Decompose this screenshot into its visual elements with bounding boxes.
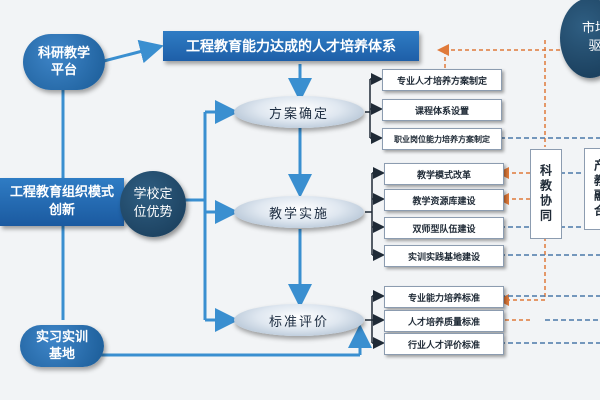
- main-innovation-box: 工程教育组织模式创新: [0, 178, 124, 226]
- research-platform-node: 科研教学平台: [23, 34, 105, 90]
- plan-item-1: 专业人才培养方案制定: [382, 69, 502, 91]
- evaluation-item-1: 专业能力培养标准: [384, 286, 504, 308]
- teaching-item-4: 实训实践基地建设: [384, 245, 504, 267]
- practice-base-node: 实习实训基地: [20, 325, 104, 367]
- system-title: 工程教育能力达成的人才培养体系: [163, 31, 419, 61]
- market-driven-text: 市场驱: [582, 21, 600, 54]
- industry-education-box: 产教融合: [584, 148, 600, 230]
- teaching-item-3: 双师型队伍建设: [384, 217, 504, 239]
- arrow-platform-title: [99, 39, 164, 64]
- school-position-node: 学校定位优势: [120, 171, 186, 237]
- plan-item-2: 课程体系设置: [382, 99, 502, 121]
- teaching-item-1: 教学模式改革: [384, 163, 504, 185]
- evaluation-item-2: 人才培养质量标准: [384, 310, 504, 332]
- teaching-item-2: 教学资源库建设: [384, 189, 504, 211]
- main-innovation-text: 工程教育组织模式创新: [9, 185, 114, 218]
- stage-evaluation: 标准评价: [234, 304, 364, 336]
- science-education-collab-box: 科教协同: [530, 149, 562, 239]
- stage-plan: 方案确定: [234, 96, 364, 128]
- evaluation-item-3: 行业人才评价标准: [384, 333, 504, 355]
- stage-teaching: 教学实施: [234, 196, 364, 228]
- plan-item-3: 职业岗位能力培养方案制定: [382, 128, 502, 150]
- dashed-collab-eval: [497, 237, 546, 306]
